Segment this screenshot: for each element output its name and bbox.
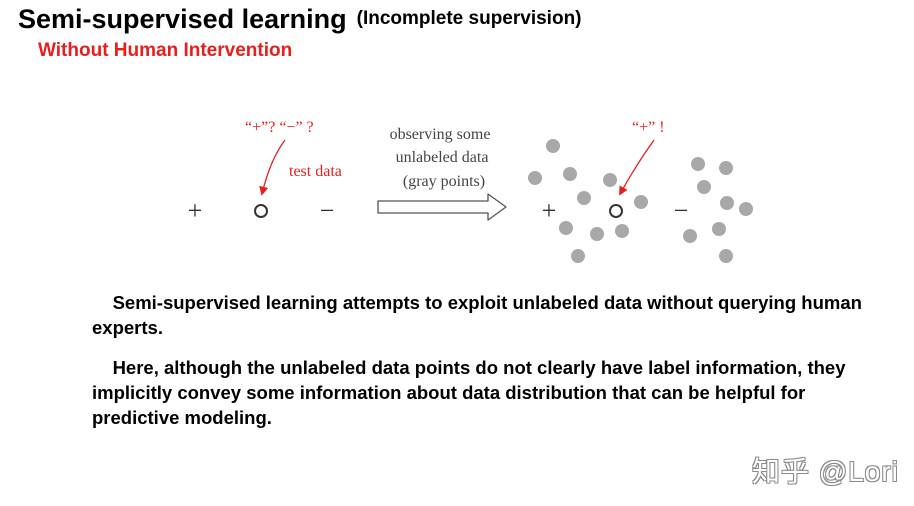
unlabeled-point (691, 157, 705, 171)
paragraph-2: Here, although the unlabeled data points… (92, 355, 892, 430)
left-minus-symbol: − (320, 196, 335, 225)
unlabeled-point (683, 229, 697, 243)
right-test-point (609, 204, 623, 218)
unlabeled-point (528, 171, 542, 185)
unlabeled-point (590, 227, 604, 241)
right-answer-label: “+” ! (632, 119, 665, 136)
title-main: Semi-supervised learning (18, 4, 347, 34)
arrow-caption-line-2: unlabeled data (396, 149, 489, 166)
arrow-caption-line-3: (gray points) (403, 173, 485, 190)
slide-subtitle: Without Human Intervention (38, 40, 293, 61)
paragraph-2-text: Here, although the unlabeled data points… (92, 357, 846, 428)
right-plus-symbol: + (542, 196, 557, 225)
unlabeled-points (528, 139, 753, 263)
unlabeled-point (559, 221, 573, 235)
unlabeled-point (634, 195, 648, 209)
paragraph-1: Semi-supervised learning attempts to exp… (92, 290, 892, 340)
unlabeled-point (719, 161, 733, 175)
left-question-label: “+”? “−” ? (245, 119, 314, 136)
unlabeled-point (720, 196, 734, 210)
unlabeled-point (712, 222, 726, 236)
unlabeled-point (615, 224, 629, 238)
left-annotation-arrow (259, 139, 286, 196)
title-subtitle: (Incomplete supervision) (356, 8, 582, 29)
unlabeled-point (546, 139, 560, 153)
arrow-caption-line-1: observing some (390, 126, 491, 143)
unlabeled-point (563, 167, 577, 181)
unlabeled-point (697, 180, 711, 194)
unlabeled-point (739, 202, 753, 216)
watermark: 知乎 @Lori (752, 456, 899, 487)
unlabeled-point (603, 173, 617, 187)
paragraph-1-text: Semi-supervised learning attempts to exp… (92, 292, 862, 338)
unlabeled-point (719, 249, 733, 263)
left-test-point (254, 204, 268, 218)
right-minus-symbol: − (674, 196, 689, 225)
slide-title: Semi-supervised learning (Incomplete supe… (18, 4, 582, 35)
test-data-label: test data (289, 163, 342, 180)
unlabeled-point (571, 249, 585, 263)
unlabeled-point (577, 191, 591, 205)
transition-arrow-icon (377, 193, 507, 221)
left-plus-symbol: + (188, 196, 203, 225)
right-annotation-arrow (619, 139, 655, 196)
